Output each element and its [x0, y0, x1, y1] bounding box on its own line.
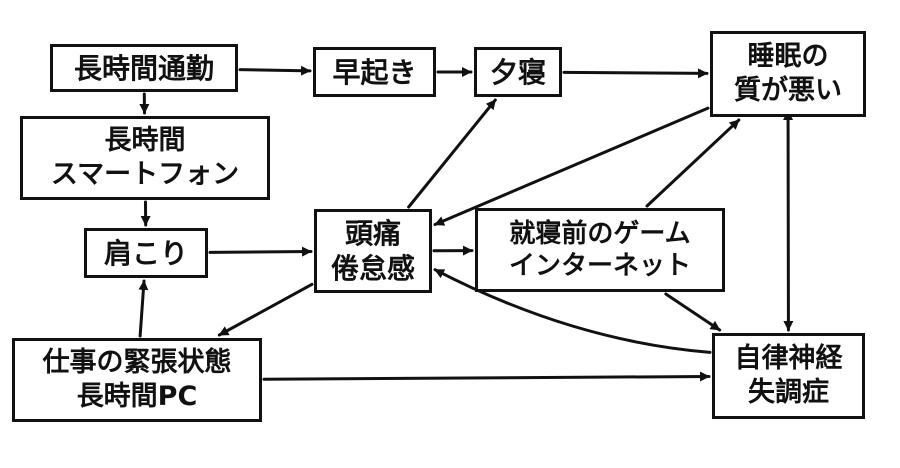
arrow-long-commute-to-early-rising	[238, 65, 312, 76]
node-autonomic-disorder-line-1: 自律神経	[734, 343, 843, 375]
edges-layer	[138, 65, 794, 382]
arrow-autonomic-disorder-to-headache-fatigue	[433, 268, 712, 354]
node-evening-nap: 夕寝	[474, 47, 562, 97]
node-long-commute-line-1: 長時間通勤	[73, 51, 214, 85]
node-long-smartphone: 長時間 スマートフォン	[20, 116, 270, 200]
node-poor-sleep: 睡眠の 質が悪い	[710, 31, 866, 117]
node-autonomic-disorder: 自律神経 失調症	[712, 333, 865, 419]
node-autonomic-disorder-line-2: 失調症	[748, 377, 829, 408]
node-work-stress: 仕事の緊張状態 長時間PC	[12, 338, 262, 422]
node-evening-nap-line-1: 夕寝	[489, 55, 546, 89]
arrow-evening-nap-to-poor-sleep	[562, 68, 709, 79]
node-bedtime-gaming-line-2: インターネット	[508, 251, 691, 281]
node-long-smartphone-line-1: 長時間	[104, 125, 186, 157]
node-long-smartphone-line-2: スマートフォン	[50, 159, 240, 190]
node-work-stress-line-2: 長時間PC	[76, 381, 198, 412]
node-work-stress-line-1: 仕事の緊張状態	[42, 347, 232, 379]
arrow-work-stress-to-stiff-shoulders	[138, 279, 149, 338]
node-poor-sleep-line-2: 質が悪い	[734, 75, 842, 106]
arrow-bedtime-gaming-to-autonomic-disorder	[664, 292, 722, 332]
node-headache-fatigue-line-1: 頭痛	[344, 217, 401, 250]
node-bedtime-gaming: 就寝前のゲーム インターネット	[475, 208, 725, 292]
arrow-bedtime-gaming-to-poor-sleep	[645, 118, 741, 208]
node-stiff-shoulders-line-1: 肩こり	[103, 236, 188, 270]
arrow-poor-sleep-to-headache-fatigue	[433, 106, 710, 227]
node-headache-fatigue-line-2: 倦怠感	[330, 252, 415, 285]
node-early-rising: 早起き	[313, 47, 436, 97]
node-stiff-shoulders: 肩こり	[84, 228, 208, 278]
node-early-rising-line-1: 早起き	[332, 55, 417, 89]
node-bedtime-gaming-line-1: 就寝前のゲーム	[509, 218, 691, 249]
node-long-commute: 長時間通勤	[50, 44, 238, 92]
arrow-work-stress-to-autonomic-disorder	[262, 371, 711, 382]
arrow-stiff-shoulders-to-headache-fatigue	[208, 246, 313, 257]
node-poor-sleep-line-1: 睡眠の	[747, 41, 829, 73]
node-headache-fatigue: 頭痛 倦怠感	[314, 209, 432, 293]
arrow-headache-fatigue-to-evening-nap	[407, 98, 497, 209]
arrow-headache-fatigue-to-work-stress	[217, 282, 314, 337]
